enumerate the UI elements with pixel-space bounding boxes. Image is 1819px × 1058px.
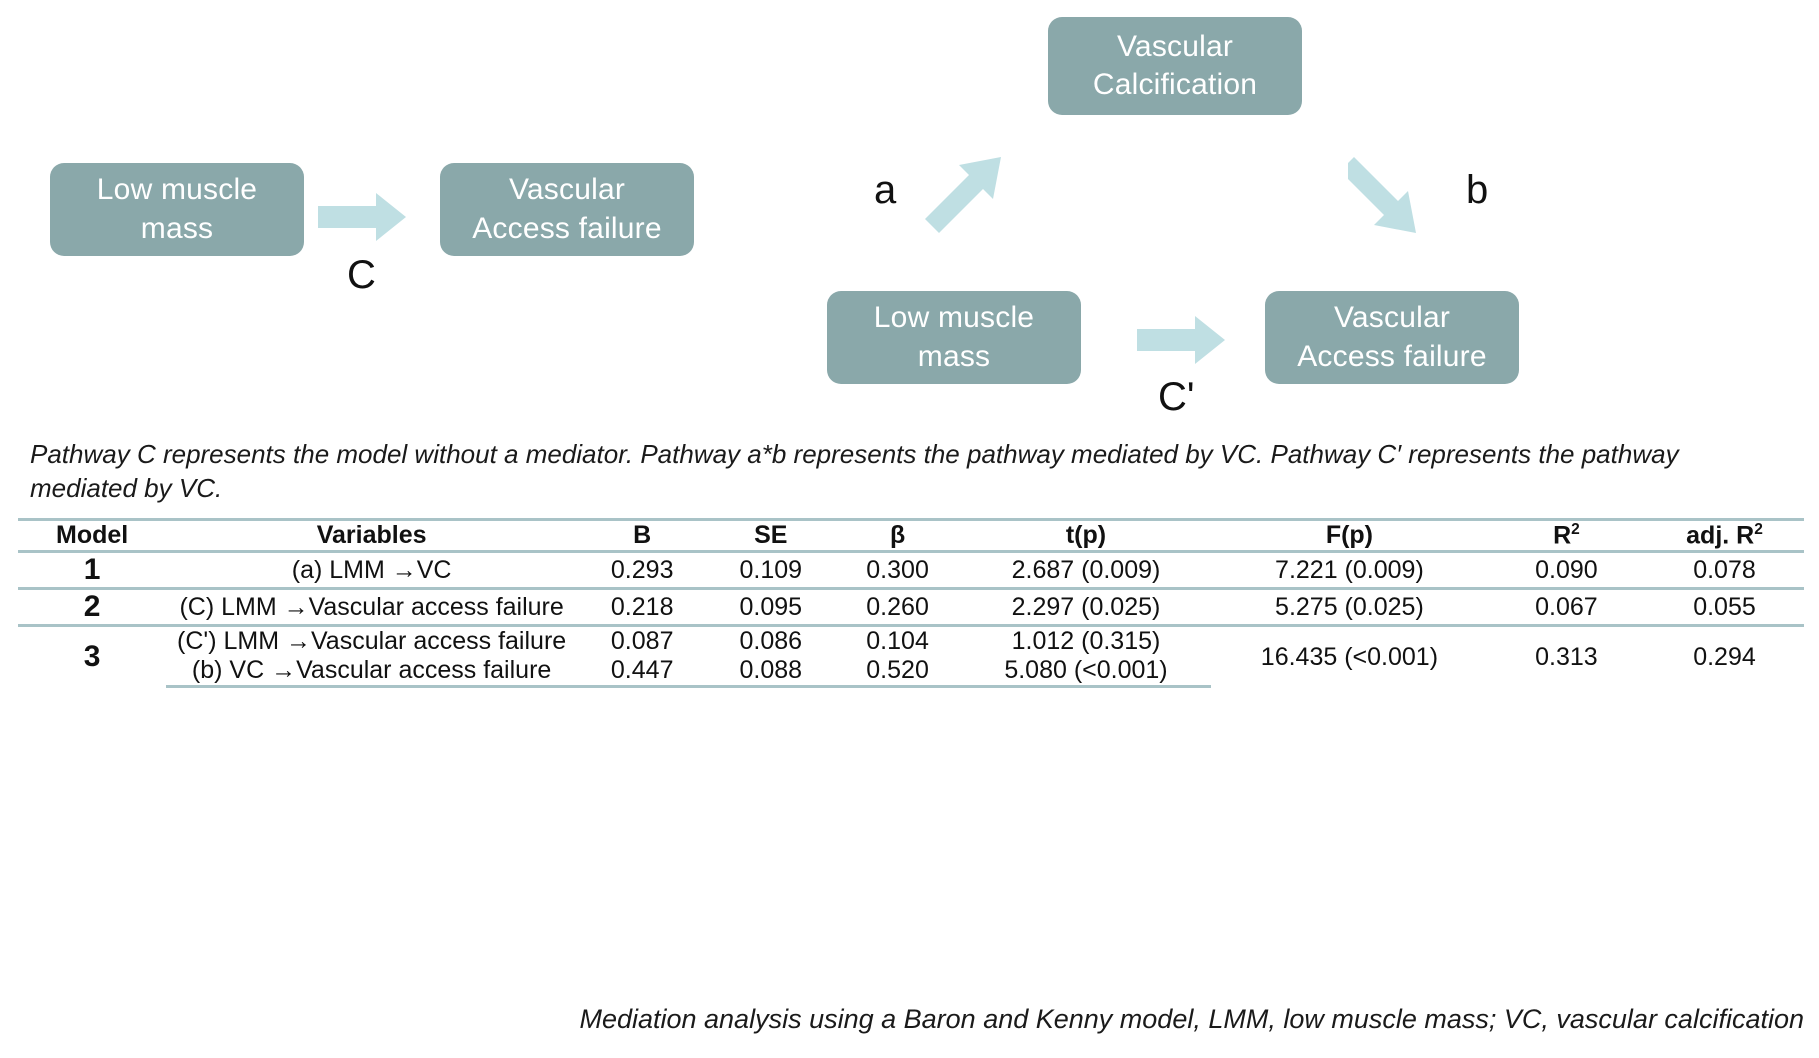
cell-se: 0.095: [707, 588, 835, 628]
node-line-2: Access failure: [1297, 339, 1487, 373]
col-header-model: Model: [56, 521, 129, 550]
node-line-1: Vascular: [1116, 29, 1234, 63]
cell-r2: 0.067: [1487, 588, 1645, 628]
node-line-2: Access failure: [472, 211, 662, 245]
cell-beta: 0.104: [866, 627, 929, 656]
col-header-t: t(p): [1065, 521, 1107, 550]
cell-se: 0.088: [707, 656, 835, 689]
table-row: (b) VC →Vascular access failure 0.447 0.…: [18, 656, 1804, 689]
cell-model: 1: [18, 551, 167, 591]
cell-beta: 0.260: [834, 588, 961, 628]
cell-variables: (b) VC →Vascular access failure: [166, 656, 577, 689]
cell-model: 3: [83, 640, 101, 674]
col-header-adj-r2-text: adj. R: [1686, 521, 1755, 550]
cell-se: 0.086: [739, 627, 803, 656]
cell-se: 0.109: [707, 551, 835, 591]
col-header-f: F(p): [1325, 521, 1374, 550]
col-header-r2-sup: 2: [1571, 521, 1580, 538]
cell-b: 0.218: [577, 588, 708, 628]
cell-t: 2.297 (0.025): [960, 588, 1211, 628]
arrow-c-prime: [1137, 316, 1225, 364]
node-line-2: mass: [917, 339, 991, 373]
mediation-diagram: Low muscle mass Vascular Access failure …: [0, 0, 1819, 430]
results-table-wrapper: Model Variables B SE β t(p) F(p) R2 adj.…: [18, 518, 1804, 689]
node-vascular-access-failure-right: Vascular Access failure: [1265, 291, 1519, 384]
path-label-b: b: [1466, 168, 1489, 212]
cell-f: 5.275 (0.025): [1211, 588, 1488, 628]
node-low-muscle-mass-left: Low muscle mass: [50, 163, 304, 256]
cell-r2: 0.313: [1535, 642, 1598, 671]
cell-adj-r2: 0.078: [1644, 551, 1804, 591]
cell-f: 7.221 (0.009): [1211, 551, 1488, 591]
cell-variables: (C) LMM →Vascular access failure: [166, 588, 577, 628]
table-head: Model Variables B SE β t(p) F(p) R2 adj.…: [18, 519, 1804, 552]
node-line-1: Low muscle: [873, 301, 1035, 335]
col-header-adj-r2-sup: 2: [1754, 521, 1763, 538]
node-line-1: Vascular: [508, 173, 626, 207]
table-row: 3 (C') LMM →Vascular access failure 0.08…: [18, 626, 1804, 673]
cell-beta: 0.300: [834, 551, 961, 591]
node-vascular-calcification: Vascular Calcification: [1048, 17, 1302, 115]
node-line-1: Vascular: [1333, 301, 1451, 335]
col-header-adj-r2: adj. R2: [1645, 520, 1804, 552]
cell-b: 0.447: [577, 656, 708, 689]
cell-model: 2: [18, 588, 167, 628]
table-row: 2 (C) LMM →Vascular access failure 0.218…: [18, 588, 1804, 628]
col-header-r2: R2: [1488, 520, 1645, 552]
arrow-b: [1348, 157, 1416, 233]
cell-adj-r2: 0.055: [1644, 588, 1804, 628]
cell-f: 16.435 (<0.001): [1260, 642, 1439, 671]
cell-adj-r2: 0.294: [1693, 642, 1756, 671]
table-header-row: Model Variables B SE β t(p) F(p) R2 adj.…: [18, 519, 1804, 552]
table-footnote: Mediation analysis using a Baron and Ken…: [579, 1004, 1804, 1034]
cell-variables: (a) LMM →VC: [166, 551, 577, 591]
node-vascular-access-failure-left: Vascular Access failure: [440, 163, 694, 256]
node-line-2: Calcification: [1092, 68, 1258, 101]
node-line-1: Low muscle: [96, 173, 258, 207]
col-header-variables: Variables: [316, 521, 427, 550]
path-label-c: C: [347, 253, 376, 297]
node-line-2: mass: [140, 211, 214, 245]
cell-b: 0.087: [610, 627, 674, 656]
arrow-c: [318, 193, 406, 241]
diagram-note: Pathway C represents the model without a…: [30, 439, 1679, 504]
col-header-b: B: [633, 521, 652, 550]
cell-variables: (C') LMM →Vascular access failure: [177, 627, 567, 656]
cell-t: 1.012 (0.315): [1011, 627, 1161, 656]
arrow-a: [925, 157, 1001, 233]
cell-t: 5.080 (<0.001): [960, 656, 1211, 689]
path-label-c-prime: C': [1158, 375, 1195, 419]
cell-beta: 0.520: [834, 656, 961, 689]
cell-b: 0.293: [577, 551, 708, 591]
col-header-r2-text: R: [1553, 521, 1572, 550]
path-label-a: a: [874, 168, 897, 212]
node-low-muscle-mass-right: Low muscle mass: [827, 291, 1081, 384]
col-header-beta: β: [889, 521, 906, 550]
table-row: 1 (a) LMM →VC 0.293 0.109 0.300 2.687 (0…: [18, 551, 1804, 591]
col-header-se: SE: [754, 521, 788, 550]
cell-r2: 0.090: [1487, 551, 1645, 591]
cell-t: 2.687 (0.009): [960, 551, 1211, 591]
table-body: 1 (a) LMM →VC 0.293 0.109 0.300 2.687 (0…: [18, 551, 1804, 689]
mediation-results-table: Model Variables B SE β t(p) F(p) R2 adj.…: [18, 518, 1804, 689]
